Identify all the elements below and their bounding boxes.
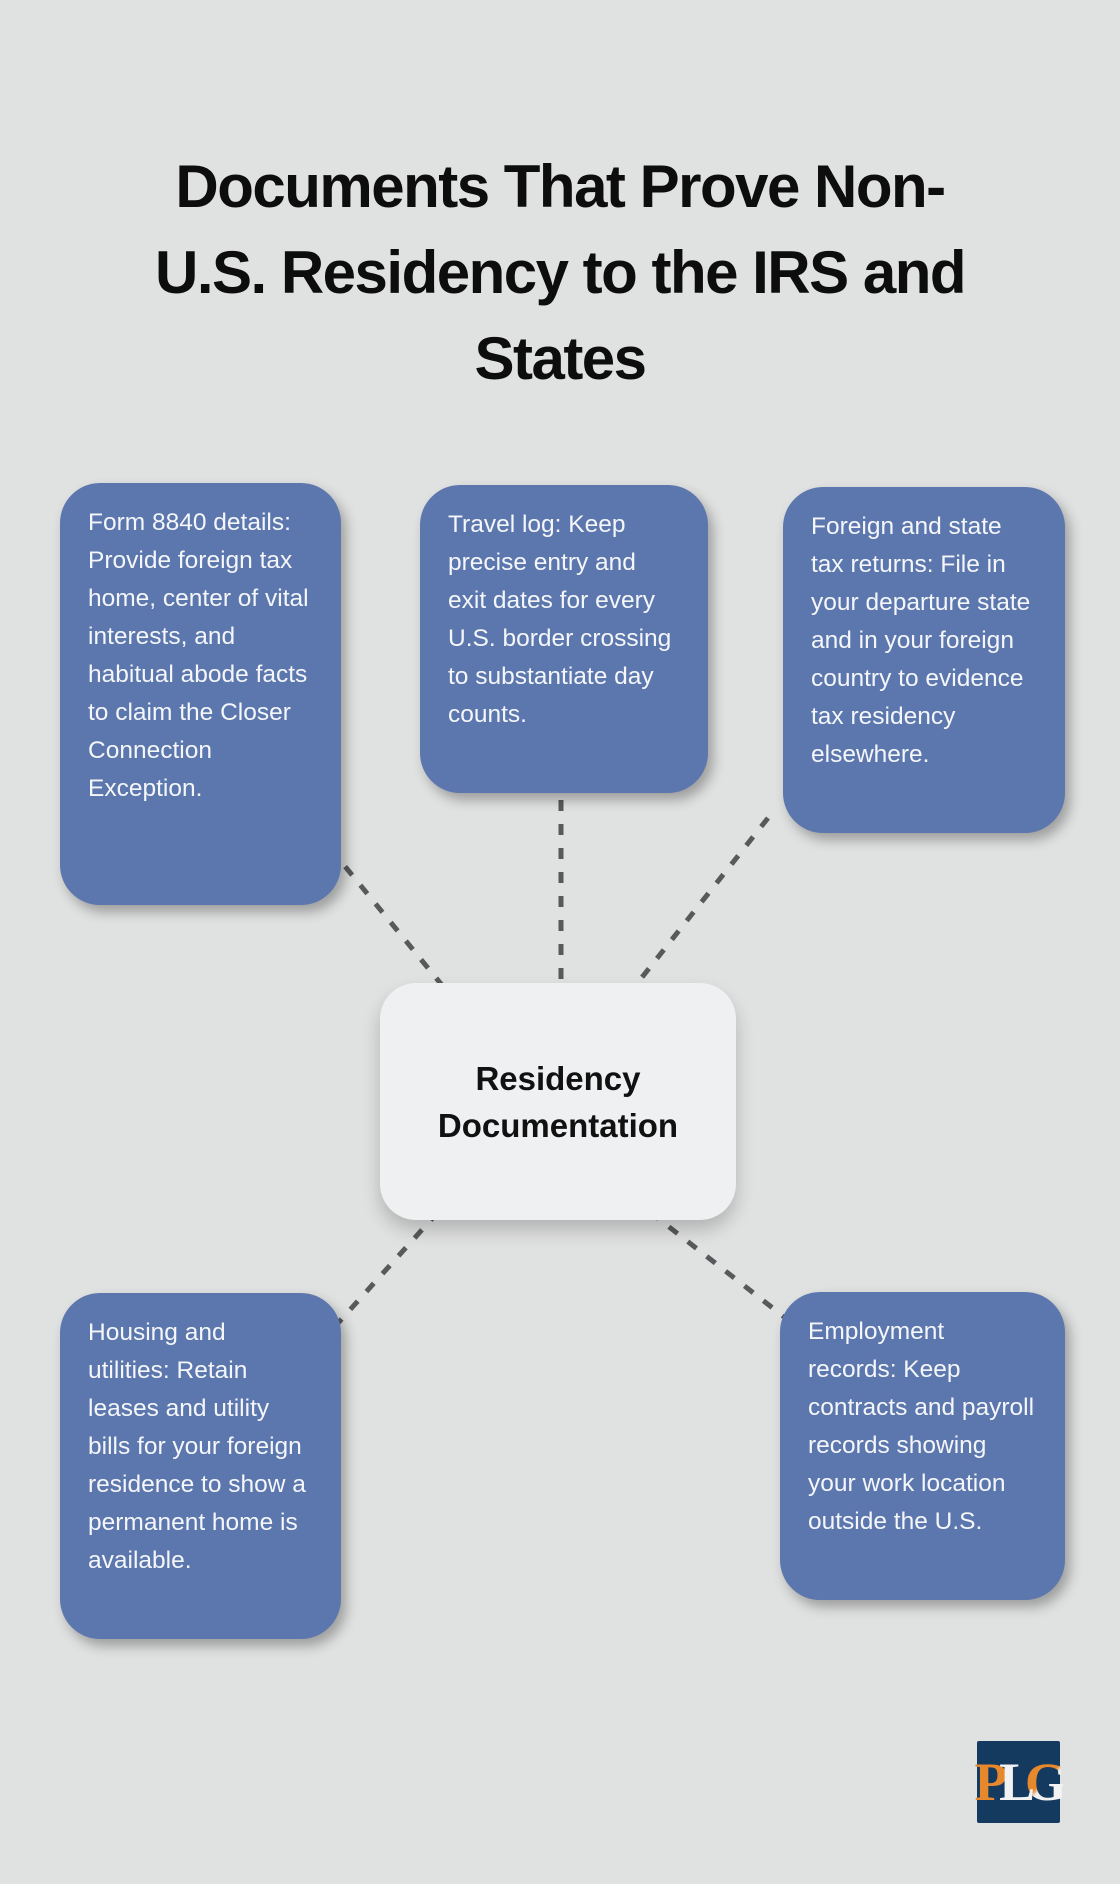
logo-letter-p: P bbox=[974, 1752, 1007, 1812]
node-travel-log-text: Travel log: Keep precise entry and exit … bbox=[448, 511, 672, 728]
node-travel-log: Travel log: Keep precise entry and exit … bbox=[420, 485, 708, 793]
logo-letter-g: G bbox=[1024, 1752, 1067, 1812]
node-form-8840-details-text: Form 8840 details: Provide foreign tax h… bbox=[88, 509, 309, 802]
node-employment-records: Employment records: Keep contracts and p… bbox=[780, 1292, 1065, 1600]
node-foreign-state-tax-returns-text: Foreign and state tax returns: File in y… bbox=[811, 513, 1031, 768]
connector-form-8840-to-center bbox=[328, 846, 452, 997]
node-housing-utilities-text: Housing and utilities: Retain leases and… bbox=[88, 1319, 306, 1574]
center-node-label: Residency Documentation bbox=[438, 1055, 678, 1149]
title-line-3: States bbox=[474, 325, 647, 393]
page-title: Documents That Prove Non- U.S. Residency… bbox=[0, 144, 1120, 402]
connector-tax-returns-to-center bbox=[630, 816, 770, 992]
center-node-residency-documentation: Residency Documentation bbox=[380, 983, 736, 1220]
node-foreign-state-tax-returns: Foreign and state tax returns: File in y… bbox=[783, 487, 1065, 833]
title-line-2: U.S. Residency to the IRS and bbox=[154, 239, 967, 307]
node-form-8840-details: Form 8840 details: Provide foreign tax h… bbox=[60, 483, 341, 905]
node-housing-utilities: Housing and utilities: Retain leases and… bbox=[60, 1293, 341, 1639]
connector-center-to-housing bbox=[328, 1210, 440, 1334]
node-employment-records-text: Employment records: Keep contracts and p… bbox=[808, 1318, 1035, 1535]
title-line-1: Documents That Prove Non- bbox=[175, 153, 946, 221]
center-label-line-2: Documentation bbox=[437, 1106, 679, 1144]
connector-center-to-employment bbox=[648, 1210, 790, 1322]
logo-letter-l: L bbox=[999, 1752, 1035, 1812]
center-label-line-1: Residency bbox=[475, 1059, 641, 1097]
plg-logo: P L G bbox=[974, 1741, 1067, 1823]
